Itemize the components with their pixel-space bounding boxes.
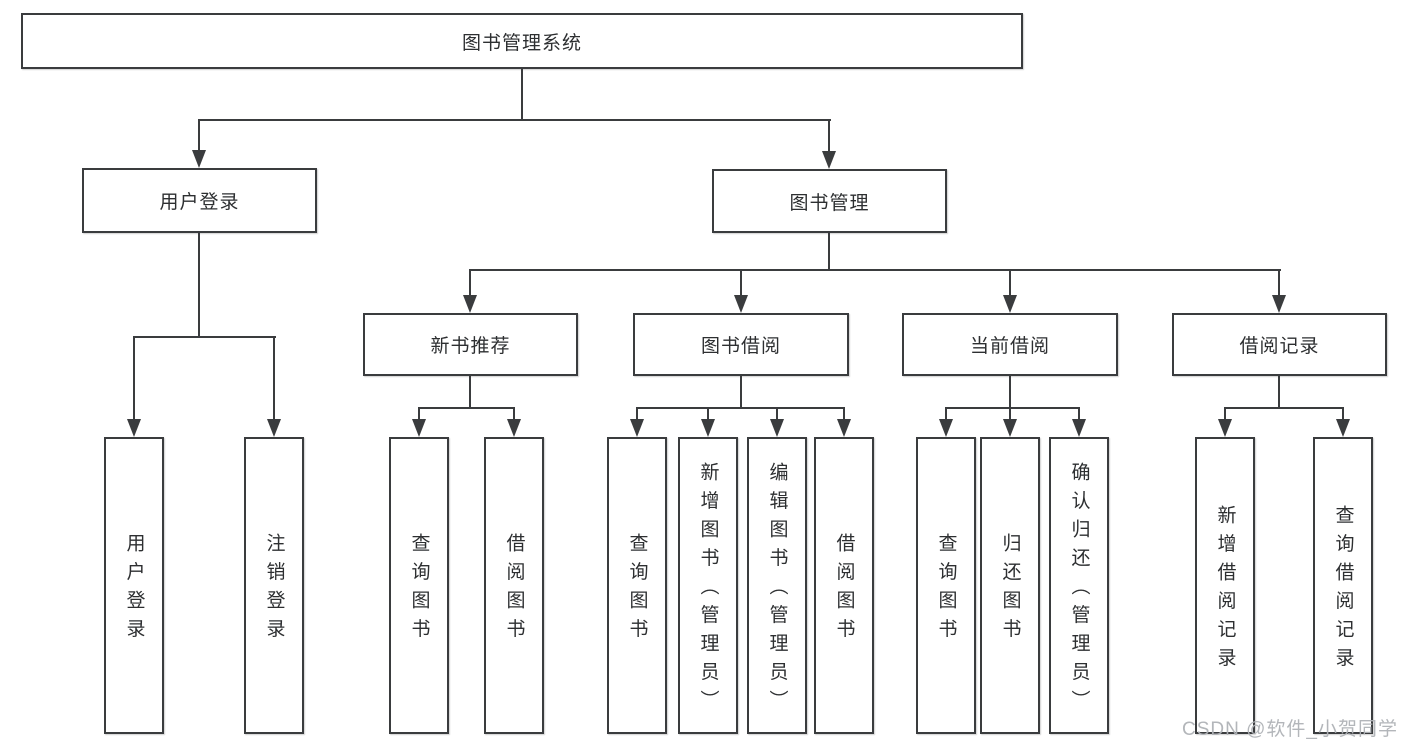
node-label: 确认归还（管理员） [1068,462,1090,719]
node-label: 归还图书 [999,533,1021,648]
connector-line [740,376,742,409]
leaf-confirm-return-admin: 确认归还（管理员） [1049,437,1109,734]
connector-line [1278,376,1280,409]
node-label: 用户登录 [159,192,240,213]
arrow-down-icon [1072,419,1086,437]
node-book-borrowing: 图书借阅 [633,313,849,376]
arrow-down-icon [1003,419,1017,437]
arrow-down-icon [701,419,715,437]
node-label: 查询图书 [408,533,430,648]
connector-line [1224,407,1344,409]
node-library-management-system: 图书管理系统 [21,13,1023,69]
leaf-query-borrow-record: 查询借阅记录 [1313,437,1373,734]
arrow-down-icon [822,151,836,169]
connector-line [1009,376,1011,409]
connector-line [133,336,276,338]
arrow-down-icon [837,419,851,437]
node-label: 借阅图书 [833,533,855,648]
leaf-query-books-borrowing: 查询图书 [607,437,667,734]
arrow-down-icon [267,419,281,437]
leaf-user-login: 用户登录 [104,437,164,734]
node-label: 新增借阅记录 [1214,504,1236,676]
leaf-borrow-books: 借阅图书 [814,437,874,734]
leaf-add-books-admin: 新增图书（管理员） [678,437,738,734]
node-label: 当前借阅 [969,336,1050,357]
node-label: 查询图书 [626,533,648,648]
node-label: 图书管理系统 [461,32,582,54]
node-borrowing-records: 借阅记录 [1172,313,1387,376]
node-label: 查询图书 [935,533,957,648]
node-label: 新书推荐 [430,336,511,357]
arrow-down-icon [630,419,644,437]
connector-line [1224,407,1226,421]
connector-line [1009,269,1011,297]
connector-line [740,269,742,297]
leaf-edit-books-admin: 编辑图书（管理员） [747,437,807,734]
node-user-login: 用户登录 [82,168,317,233]
connector-line [521,69,523,119]
connector-line [198,119,200,152]
csdn-watermark: CSDN @软件_小贺同学 [1182,719,1398,740]
connector-line [843,407,845,421]
node-new-book-recommendation: 新书推荐 [363,313,578,376]
arrow-down-icon [463,295,477,313]
leaf-query-books-recommend: 查询图书 [389,437,449,734]
connector-line [1278,269,1280,297]
node-current-borrowing: 当前借阅 [902,313,1118,376]
connector-line [418,407,420,421]
leaf-return-books: 归还图书 [980,437,1040,734]
connector-line [1342,407,1344,421]
leaf-borrow-books-recommend: 借阅图书 [484,437,544,734]
arrow-down-icon [507,419,521,437]
connector-line [707,407,709,421]
connector-line [828,119,830,152]
node-label: 注销登录 [263,533,285,648]
connector-line [198,233,200,338]
connector-line [1078,407,1080,421]
connector-line [513,407,515,421]
node-book-management: 图书管理 [712,169,947,233]
node-label: 新增图书（管理员） [697,462,719,719]
node-label: 借阅图书 [503,533,525,648]
node-label: 图书管理 [789,192,870,214]
connector-line [469,376,471,409]
connector-line [945,407,947,421]
arrow-down-icon [939,419,953,437]
connector-line [636,407,638,421]
leaf-add-borrow-record: 新增借阅记录 [1195,437,1255,734]
connector-line [1009,407,1011,421]
node-label: 编辑图书（管理员） [766,462,788,719]
node-label: 借阅记录 [1239,336,1320,357]
arrow-down-icon [412,419,426,437]
connector-line [198,119,831,121]
arrow-down-icon [734,295,748,313]
connector-line [133,336,135,420]
node-label: 图书借阅 [700,336,781,357]
connector-line [636,407,845,409]
arrow-down-icon [770,419,784,437]
arrow-down-icon [192,150,206,168]
leaf-query-books-current: 查询图书 [916,437,976,734]
connector-line [945,407,1080,409]
connector-line [273,336,275,420]
arrow-down-icon [1003,295,1017,313]
connector-line [828,233,830,271]
arrow-down-icon [1272,295,1286,313]
connector-line [776,407,778,421]
connector-line [418,407,515,409]
connector-line [469,269,1281,271]
leaf-logout: 注销登录 [244,437,304,734]
arrow-down-icon [1336,419,1350,437]
node-label: 查询借阅记录 [1332,504,1354,676]
node-label: 用户登录 [123,533,145,648]
arrow-down-icon [127,419,141,437]
connector-line [469,269,471,297]
arrow-down-icon [1218,419,1232,437]
